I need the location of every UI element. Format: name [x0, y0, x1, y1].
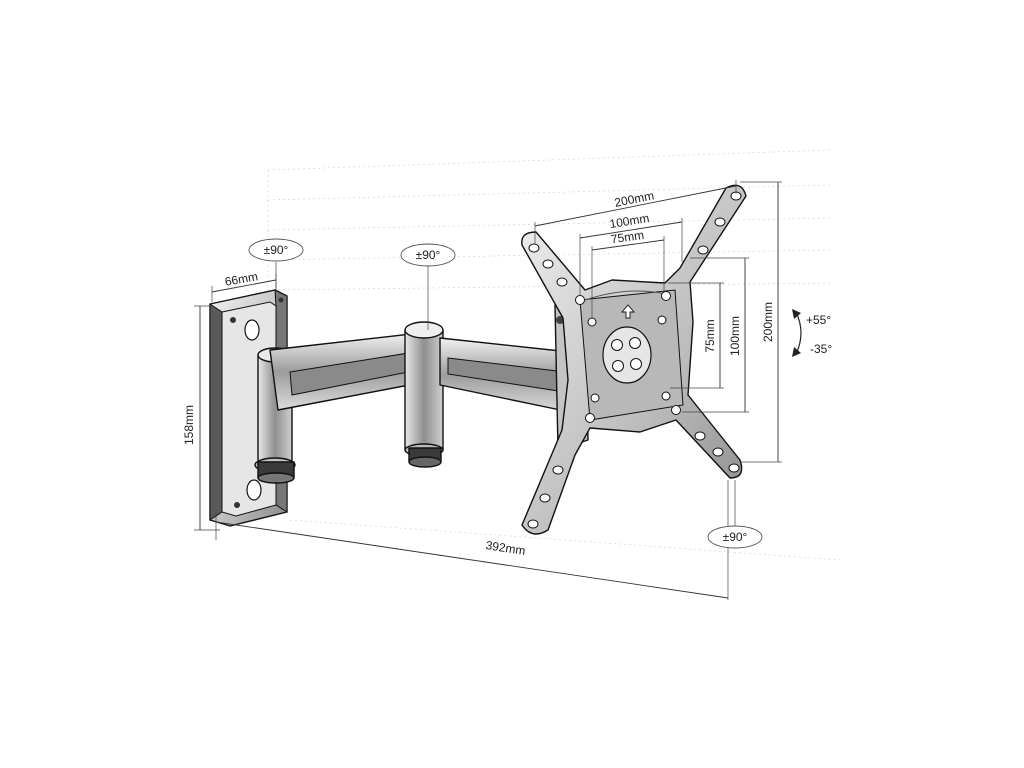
up-arrow-icon [621, 304, 635, 319]
vesa-side-100-label: 100mm [728, 316, 742, 356]
tilt-up-label: +55° [806, 313, 831, 327]
wall-plate-height-label: 158mm [182, 405, 196, 445]
vesa-top-100-label: 100mm [609, 211, 651, 231]
vesa-side-200-label: 200mm [761, 302, 775, 342]
vesa-top-75-label: 75mm [610, 228, 645, 247]
vesa-centre-hub [602, 326, 652, 384]
middle-pivot [404, 321, 444, 468]
rotate-badge-plate: ±90° [707, 525, 763, 549]
wall-plate-bottom-hole [246, 479, 262, 501]
tilt-down-label: -35° [810, 342, 832, 356]
tilt-arrow-icon [795, 311, 802, 355]
swivel-badge-arm: ±90° [400, 243, 456, 267]
vesa-plate [521, 184, 747, 535]
swivel-wall-label: ±90° [264, 243, 289, 257]
swivel-arm-label: ±90° [416, 248, 441, 262]
second-arm [439, 337, 571, 413]
dimension-lines [194, 180, 782, 600]
max-extension-label: 392mm [485, 538, 527, 558]
vesa-side-75-label: 75mm [703, 319, 717, 352]
wall-plate-top-hole [244, 319, 260, 341]
first-arm [269, 332, 426, 411]
rotate-plate-label: ±90° [723, 530, 748, 544]
swivel-badge-wall: ±90° [248, 238, 304, 262]
wall-plate-width-label: 66mm [224, 269, 259, 289]
